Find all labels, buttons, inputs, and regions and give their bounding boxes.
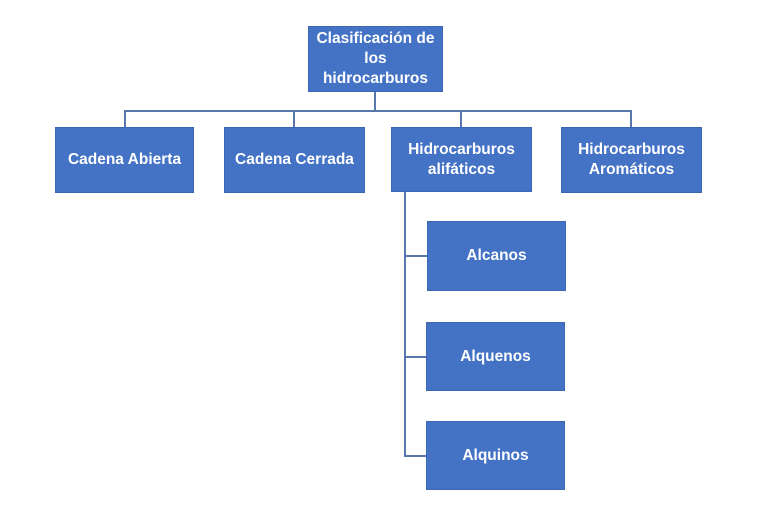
- connector-stub-alcanos: [404, 255, 427, 257]
- node-hidrocarburos-aromaticos-label: Hidrocarburos Aromáticos: [578, 141, 685, 178]
- connector-stub-alquinos: [404, 455, 426, 457]
- connector-drop-cadena-cerrada: [293, 111, 295, 128]
- node-alquinos: Alquinos: [426, 421, 565, 490]
- node-alquenos-label: Alquenos: [460, 347, 531, 365]
- node-hidrocarburos-alifaticos: Hidrocarburos alifáticos: [391, 127, 532, 192]
- connector-stub-alquenos: [404, 356, 426, 358]
- node-hidrocarburos-aromaticos: Hidrocarburos Aromáticos: [561, 127, 702, 193]
- node-cadena-abierta-label: Cadena Abierta: [67, 151, 182, 169]
- connector-root-drop: [374, 92, 376, 111]
- node-alquinos-label: Alquinos: [462, 446, 529, 464]
- node-clasificacion-label: Clasificación de los hidrocarburos: [316, 30, 435, 87]
- connector-hang-alifaticos: [404, 191, 406, 457]
- node-cadena-abierta: Cadena Abierta: [55, 127, 194, 193]
- node-cadena-cerrada: Cadena Cerrada: [224, 127, 365, 193]
- node-hidrocarburos-alifaticos-label: Hidrocarburos alifáticos: [408, 140, 515, 178]
- node-alcanos-label: Alcanos: [466, 247, 527, 265]
- connector-drop-cadena-abierta: [124, 111, 126, 128]
- node-alquenos: Alquenos: [426, 322, 565, 391]
- node-alcanos: Alcanos: [427, 221, 566, 291]
- node-cadena-cerrada-label: Cadena Cerrada: [235, 151, 354, 169]
- connector-horizontal-rail: [124, 110, 632, 112]
- connector-drop-alifaticos: [460, 111, 462, 128]
- connector-drop-aromaticos: [630, 111, 632, 128]
- node-clasificacion: Clasificación de los hidrocarburos: [308, 26, 443, 92]
